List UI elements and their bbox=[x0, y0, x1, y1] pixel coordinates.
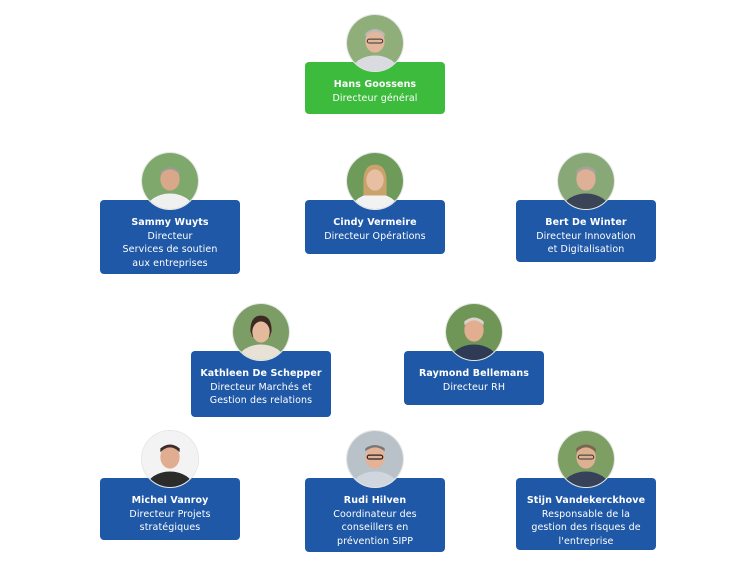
avatar-sammy-wuyts bbox=[141, 152, 199, 210]
avatar-michel-vanroy bbox=[141, 430, 199, 488]
person-card-michel-vanroy: Michel Vanroy Directeur Projets stratégi… bbox=[100, 478, 240, 540]
person-name: Bert De Winter bbox=[545, 217, 627, 228]
avatar-stijn-vandekerckhove bbox=[557, 430, 615, 488]
person-card-stijn-vandekerckhove: Stijn Vandekerckhove Responsable de la g… bbox=[516, 478, 656, 550]
person-role-line: Services de soutien bbox=[122, 244, 218, 255]
person-name: Michel Vanroy bbox=[131, 495, 209, 506]
avatar-bert-de-winter bbox=[557, 152, 615, 210]
person-role-line: et Digitalisation bbox=[547, 244, 625, 255]
person-role-line: Coordinateur des bbox=[333, 508, 417, 520]
person-card-kathleen-de-schepper: Kathleen De Schepper Directeur Marchés e… bbox=[191, 351, 331, 417]
avatar-kathleen-de-schepper bbox=[232, 303, 290, 361]
person-card-rudi-hilven: Rudi Hilven Coordinateur des conseillers… bbox=[305, 478, 445, 552]
person-photo bbox=[558, 431, 614, 487]
person-role-line: Directeur Marchés et bbox=[210, 381, 312, 393]
avatar-rudi-hilven bbox=[346, 430, 404, 488]
person-role-line: Directeur RH bbox=[442, 381, 506, 393]
person-role-line: Directeur général bbox=[332, 92, 418, 104]
person-role-line: prévention SIPP bbox=[336, 535, 414, 547]
person-card-bert-de-winter: Bert De Winter Directeur Innovation et D… bbox=[516, 200, 656, 262]
person-name: Cindy Vermeire bbox=[333, 217, 417, 228]
person-name: Raymond Bellemans bbox=[419, 368, 529, 379]
person-name: Rudi Hilven bbox=[343, 495, 407, 506]
person-name: Hans Goossens bbox=[333, 79, 417, 90]
person-photo bbox=[142, 153, 198, 209]
person-photo bbox=[347, 431, 403, 487]
person-role-line: Directeur Projets bbox=[129, 508, 211, 520]
person-role-line: aux entreprises bbox=[132, 257, 208, 269]
avatar-raymond-bellemans bbox=[445, 303, 503, 361]
person-role-line: l'entreprise bbox=[558, 535, 614, 547]
person-photo bbox=[558, 153, 614, 209]
person-name: Stijn Vandekerckhove bbox=[526, 495, 646, 506]
person-role-line: gestion des risques de bbox=[531, 522, 641, 533]
person-role-line: Gestion des relations bbox=[209, 395, 313, 406]
person-role-line: Directeur Opérations bbox=[324, 230, 426, 242]
person-card-sammy-wuyts: Sammy Wuyts Directeur Services de soutie… bbox=[100, 200, 240, 274]
person-name: Kathleen De Schepper bbox=[200, 368, 322, 379]
person-role-line: Responsable de la bbox=[541, 508, 631, 520]
avatar-hans-goossens bbox=[346, 14, 404, 72]
person-role-line: Directeur bbox=[147, 230, 193, 242]
person-photo bbox=[347, 15, 403, 71]
avatar-cindy-vermeire bbox=[346, 152, 404, 210]
person-role-line: Directeur Innovation bbox=[536, 230, 636, 242]
person-photo bbox=[347, 153, 403, 209]
person-role-line: stratégiques bbox=[139, 522, 201, 533]
person-photo bbox=[142, 431, 198, 487]
person-name: Sammy Wuyts bbox=[131, 217, 209, 228]
person-role-line: conseillers en bbox=[341, 522, 409, 533]
person-photo bbox=[446, 304, 502, 360]
person-photo bbox=[233, 304, 289, 360]
